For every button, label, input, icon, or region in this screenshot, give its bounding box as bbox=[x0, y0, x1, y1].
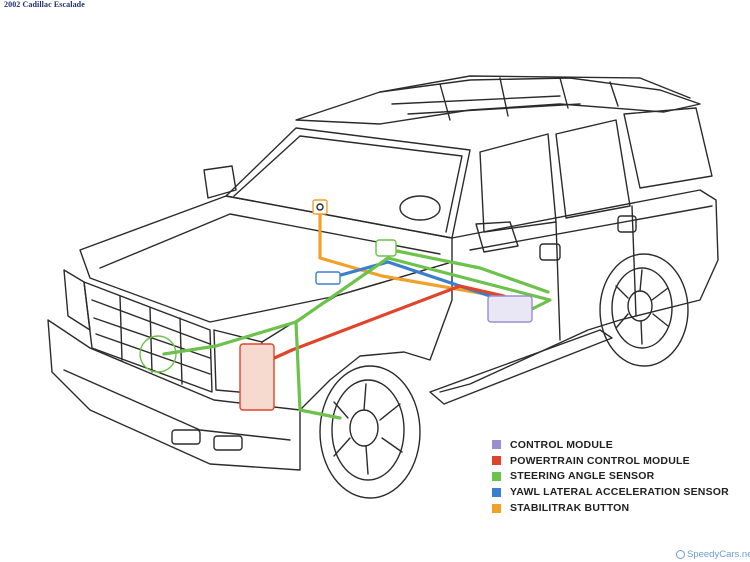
roof-rack bbox=[379, 75, 691, 121]
rear-door-handle bbox=[617, 215, 637, 233]
legend-swatch bbox=[492, 503, 501, 513]
fog-light-right bbox=[213, 435, 243, 451]
legend-item-powertrain-control-module: POWERTRAIN CONTROL MODULE bbox=[492, 453, 729, 469]
front-wheel bbox=[319, 365, 421, 499]
rear-quarter-window bbox=[623, 107, 713, 189]
page-title: 2002 Cadillac Escalade bbox=[4, 0, 85, 9]
suv-outline bbox=[47, 75, 719, 499]
stabilitrak-button-marker bbox=[312, 199, 328, 215]
rear-door-window bbox=[555, 119, 631, 219]
legend-item-control-module: CONTROL MODULE bbox=[492, 437, 729, 453]
steering-angle-sensor-marker bbox=[375, 239, 397, 257]
steering-sensor-wire bbox=[162, 248, 552, 420]
speedycars-logo-icon bbox=[676, 550, 685, 559]
watermark-text: SpeedyCars.net bbox=[687, 549, 750, 560]
legend-label: POWERTRAIN CONTROL MODULE bbox=[510, 454, 690, 467]
yaw-sensor-marker bbox=[315, 271, 341, 285]
windshield bbox=[225, 127, 471, 239]
fog-light-left bbox=[171, 429, 201, 445]
wiring bbox=[162, 210, 552, 420]
running-board bbox=[429, 329, 613, 405]
roof bbox=[295, 77, 701, 125]
powertrain-control-module-marker bbox=[239, 343, 275, 411]
left-mirror bbox=[203, 165, 237, 199]
legend-item-yaw-lateral-sensor: YAWL LATERAL ACCELERATION SENSOR bbox=[492, 484, 729, 500]
legend-swatch bbox=[492, 471, 501, 481]
legend-swatch bbox=[492, 456, 501, 466]
yaw-sensor-wire bbox=[328, 260, 522, 308]
side-mirror bbox=[475, 221, 519, 253]
front-door-window bbox=[479, 133, 557, 233]
legend-label: STABILITRAK BUTTON bbox=[510, 502, 630, 515]
legend-swatch bbox=[492, 440, 501, 450]
legend-swatch bbox=[492, 487, 501, 497]
left-headlight bbox=[63, 269, 91, 331]
steering-sensor-front-marker bbox=[139, 335, 177, 373]
legend: CONTROL MODULE POWERTRAIN CONTROL MODULE… bbox=[492, 437, 729, 516]
front-door-handle bbox=[539, 243, 561, 261]
legend-item-steering-angle-sensor: STEERING ANGLE SENSOR bbox=[492, 469, 729, 485]
legend-label: STEERING ANGLE SENSOR bbox=[510, 470, 655, 483]
steering-wheel bbox=[399, 195, 441, 221]
control-module-marker bbox=[487, 295, 533, 323]
legend-label: CONTROL MODULE bbox=[510, 438, 613, 451]
powertrain-wire bbox=[268, 284, 506, 362]
body-side bbox=[439, 189, 719, 393]
rear-wheel bbox=[599, 253, 689, 367]
legend-item-stabilitrak-button: STABILITRAK BUTTON bbox=[492, 500, 729, 516]
front-fender bbox=[261, 261, 453, 411]
front-bumper bbox=[47, 319, 301, 471]
components bbox=[139, 199, 533, 411]
watermark: SpeedyCars.net bbox=[676, 549, 750, 560]
legend-label: YAWL LATERAL ACCELERATION SENSOR bbox=[510, 486, 729, 499]
